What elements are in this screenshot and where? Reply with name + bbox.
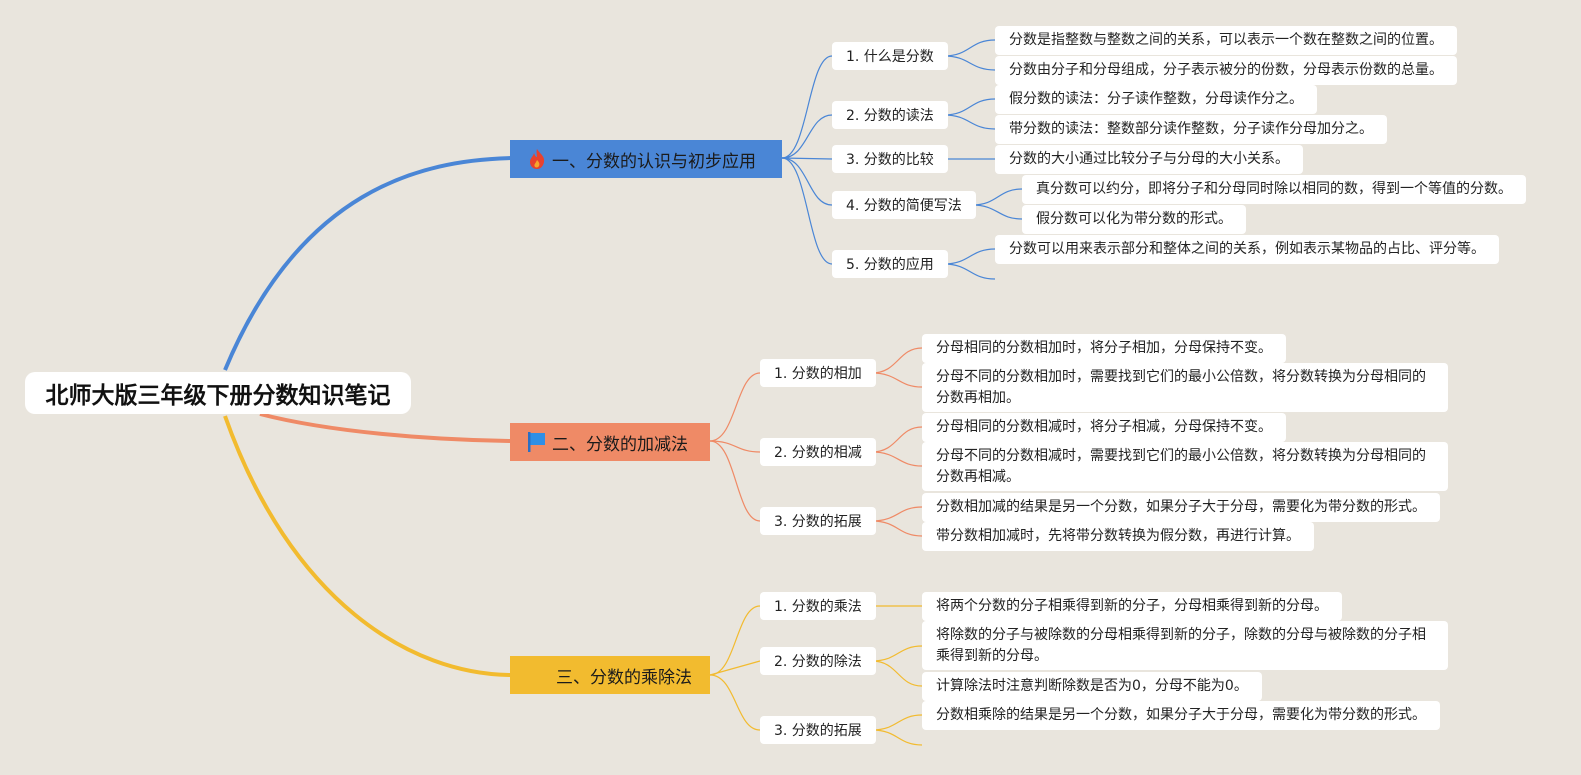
topic-label: 4. 分数的简便写法 bbox=[846, 198, 962, 214]
branch-3-title: 三、分数的乘除法 bbox=[556, 667, 692, 688]
leaf-text: 将两个分数的分子相乘得到新的分子，分母相乘得到新的分母。 bbox=[936, 598, 1328, 614]
topic-1-4[interactable]: 4. 分数的简便写法 bbox=[832, 191, 976, 219]
leaf-text: 分母不同的分数相加时，需要找到它们的最小公倍数，将分数转换为分母相同的分数再相加… bbox=[936, 368, 1426, 406]
leaf-1-3-1[interactable]: 分数的大小通过比较分子与分母的大小关系。 bbox=[995, 145, 1303, 174]
topic-label: 3. 分数的拓展 bbox=[774, 723, 862, 739]
leaf-1-1-2[interactable]: 分数由分子和分母组成，分子表示被分的份数，分母表示份数的总量。 bbox=[995, 56, 1457, 85]
leaf-3-3-1[interactable]: 分数相乘除的结果是另一个分数，如果分子大于分母，需要化为带分数的形式。 bbox=[922, 701, 1440, 730]
branch-1-title: 一、分数的认识与初步应用 bbox=[552, 151, 756, 172]
leaf-2-3-2[interactable]: 带分数相加减时，先将带分数转换为假分数，再进行计算。 bbox=[922, 522, 1314, 551]
topic-2-1[interactable]: 1. 分数的相加 bbox=[760, 359, 876, 387]
leaf-text: 计算除法时注意判断除数是否为0，分母不能为0。 bbox=[936, 678, 1248, 694]
leaf-1-4-2[interactable]: 假分数可以化为带分数的形式。 bbox=[1022, 205, 1246, 234]
leaf-2-3-1[interactable]: 分数相加减的结果是另一个分数，如果分子大于分母，需要化为带分数的形式。 bbox=[922, 493, 1440, 522]
topic-2-3[interactable]: 3. 分数的拓展 bbox=[760, 507, 876, 535]
branch-link-1 bbox=[223, 156, 513, 371]
leaf-text: 分数相加减的结果是另一个分数，如果分子大于分母，需要化为带分数的形式。 bbox=[936, 499, 1426, 515]
leaf-2-2-1[interactable]: 分母相同的分数相减时，将分子相减，分母保持不变。 bbox=[922, 413, 1286, 442]
branch-2-title: 二、分数的加减法 bbox=[552, 434, 688, 455]
leaf-1-4-1[interactable]: 真分数可以约分，即将分子和分母同时除以相同的数，得到一个等值的分数。 bbox=[1022, 175, 1526, 204]
leaf-3-2-2[interactable]: 计算除法时注意判断除数是否为0，分母不能为0。 bbox=[922, 672, 1262, 701]
root-node[interactable]: 北师大版三年级下册分数知识笔记 bbox=[25, 372, 411, 414]
topic-label: 2. 分数的读法 bbox=[846, 108, 934, 124]
topic-label: 5. 分数的应用 bbox=[846, 257, 934, 273]
topic-3-3[interactable]: 3. 分数的拓展 bbox=[760, 716, 876, 744]
leaf-text: 真分数可以约分，即将分子和分母同时除以相同的数，得到一个等值的分数。 bbox=[1036, 181, 1512, 197]
leaf-text: 分母相同的分数相减时，将分子相减，分母保持不变。 bbox=[936, 419, 1272, 435]
branch-link-3 bbox=[223, 415, 513, 677]
leaf-2-1-2[interactable]: 分母不同的分数相加时，需要找到它们的最小公倍数，将分数转换为分母相同的分数再相加… bbox=[922, 363, 1448, 412]
topic-label: 1. 分数的相加 bbox=[774, 366, 862, 382]
topic-1-2[interactable]: 2. 分数的读法 bbox=[832, 101, 948, 129]
leaf-3-1-1[interactable]: 将两个分数的分子相乘得到新的分子，分母相乘得到新的分母。 bbox=[922, 592, 1342, 621]
topic-label: 2. 分数的相减 bbox=[774, 445, 862, 461]
topic-1-5[interactable]: 5. 分数的应用 bbox=[832, 250, 948, 278]
leaf-text: 带分数相加减时，先将带分数转换为假分数，再进行计算。 bbox=[936, 528, 1300, 544]
leaf-2-2-2[interactable]: 分母不同的分数相减时，需要找到它们的最小公倍数，将分数转换为分母相同的分数再相减… bbox=[922, 442, 1448, 491]
topic-label: 1. 什么是分数 bbox=[846, 49, 934, 65]
topic-1-1[interactable]: 1. 什么是分数 bbox=[832, 42, 948, 70]
leaf-3-2-1[interactable]: 将除数的分子与被除数的分母相乘得到新的分子，除数的分母与被除数的分子相乘得到新的… bbox=[922, 621, 1448, 670]
branch-2-node[interactable]: 二、分数的加减法 bbox=[510, 423, 710, 461]
branch-1-links bbox=[781, 39, 1023, 280]
leaf-text: 分数的大小通过比较分子与分母的大小关系。 bbox=[1009, 151, 1289, 167]
flag-icon bbox=[526, 431, 548, 453]
topic-label: 3. 分数的拓展 bbox=[774, 514, 862, 530]
branch-3-links bbox=[709, 605, 923, 746]
topic-3-2[interactable]: 2. 分数的除法 bbox=[760, 647, 876, 675]
leaf-text: 分母不同的分数相减时，需要找到它们的最小公倍数，将分数转换为分母相同的分数再相减… bbox=[936, 447, 1426, 485]
leaf-1-5-1[interactable]: 分数可以用来表示部分和整体之间的关系，例如表示某物品的占比、评分等。 bbox=[995, 235, 1499, 264]
leaf-1-2-1[interactable]: 假分数的读法：分子读作整数，分母读作分之。 bbox=[995, 85, 1317, 114]
leaf-2-1-1[interactable]: 分母相同的分数相加时，将分子相加，分母保持不变。 bbox=[922, 334, 1286, 363]
leaf-text: 分数是指整数与整数之间的关系，可以表示一个数在整数之间的位置。 bbox=[1009, 32, 1443, 48]
leaf-text: 假分数的读法：分子读作整数，分母读作分之。 bbox=[1009, 91, 1303, 107]
leaf-text: 将除数的分子与被除数的分母相乘得到新的分子，除数的分母与被除数的分子相乘得到新的… bbox=[936, 626, 1426, 664]
topic-2-2[interactable]: 2. 分数的相减 bbox=[760, 438, 876, 466]
leaf-text: 分数相乘除的结果是另一个分数，如果分子大于分母，需要化为带分数的形式。 bbox=[936, 707, 1426, 723]
topic-label: 1. 分数的乘法 bbox=[774, 599, 862, 615]
leaf-text: 假分数可以化为带分数的形式。 bbox=[1036, 211, 1232, 227]
root-title: 北师大版三年级下册分数知识笔记 bbox=[45, 383, 391, 409]
fire-icon bbox=[526, 148, 548, 170]
topic-3-1[interactable]: 1. 分数的乘法 bbox=[760, 592, 876, 620]
branch-2-links bbox=[709, 347, 923, 537]
topic-label: 2. 分数的除法 bbox=[774, 654, 862, 670]
leaf-text: 分数由分子和分母组成，分子表示被分的份数，分母表示份数的总量。 bbox=[1009, 62, 1443, 78]
leaf-text: 带分数的读法：整数部分读作整数，分子读作分母加分之。 bbox=[1009, 121, 1373, 137]
branch-1-node[interactable]: 一、分数的认识与初步应用 bbox=[510, 140, 782, 178]
topic-1-3[interactable]: 3. 分数的比较 bbox=[832, 145, 948, 173]
leaf-text: 分母相同的分数相加时，将分子相加，分母保持不变。 bbox=[936, 340, 1272, 356]
leaf-1-2-2[interactable]: 带分数的读法：整数部分读作整数，分子读作分母加分之。 bbox=[995, 115, 1387, 144]
topic-label: 3. 分数的比较 bbox=[846, 152, 934, 168]
branch-link-2 bbox=[259, 412, 513, 443]
leaf-1-1-1[interactable]: 分数是指整数与整数之间的关系，可以表示一个数在整数之间的位置。 bbox=[995, 26, 1457, 55]
branch-3-node[interactable]: 三、分数的乘除法 bbox=[510, 656, 710, 694]
leaf-text: 分数可以用来表示部分和整体之间的关系，例如表示某物品的占比、评分等。 bbox=[1009, 241, 1485, 257]
